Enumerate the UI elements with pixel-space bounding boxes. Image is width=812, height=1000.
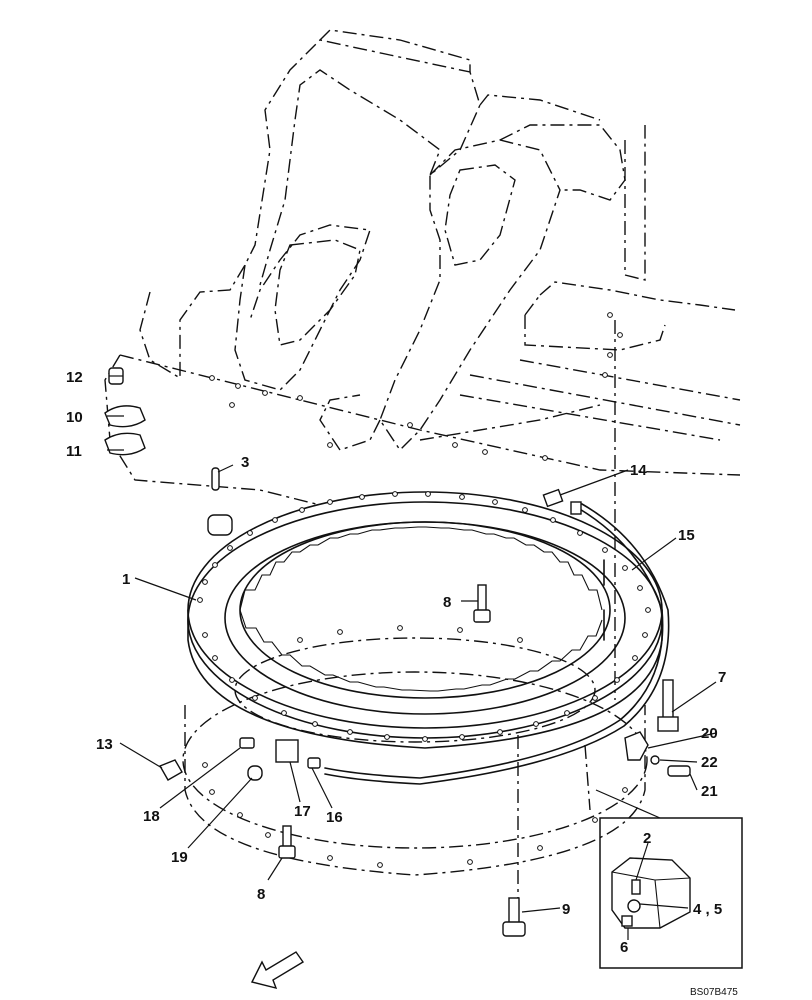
callout-19: 19 <box>171 849 188 866</box>
callout-4-5: 4 , 5 <box>693 901 722 918</box>
bolt-8-upper <box>473 584 491 623</box>
stopper-20-22-21 <box>624 731 691 777</box>
callout-12: 12 <box>66 369 83 386</box>
drawing-code: BS07B475 <box>690 987 738 998</box>
lower-ring-holes <box>202 625 628 868</box>
callout-8-upper: 8 <box>443 594 451 611</box>
callout-20: 20 <box>701 725 718 742</box>
callout-6: 6 <box>620 939 628 956</box>
lower-frame-ring <box>182 637 648 876</box>
callout-3: 3 <box>241 454 249 471</box>
swing-bearing <box>187 491 663 749</box>
callout-8-lower: 8 <box>257 886 265 903</box>
bolt-9 <box>502 897 526 937</box>
callout-10: 10 <box>66 409 83 426</box>
callout-16: 16 <box>326 809 343 826</box>
callout-17: 17 <box>294 803 311 820</box>
callout-22: 22 <box>701 754 718 771</box>
pin-3 <box>207 467 233 536</box>
callout-18: 18 <box>143 808 160 825</box>
leader-lines <box>107 375 717 940</box>
grease-fittings-13-19 <box>158 737 321 781</box>
upper-frame-outline <box>104 29 741 700</box>
grease-hose <box>324 503 670 785</box>
callout-1: 1 <box>122 571 130 588</box>
frame-bolt-holes <box>209 312 623 461</box>
detail-inset <box>595 789 743 969</box>
bolt-8-lower <box>278 825 296 859</box>
callouts: 1 2 3 4 , 5 6 7 8 8 9 10 11 12 13 14 15 … <box>66 369 738 998</box>
callout-14: 14 <box>630 462 647 479</box>
callout-13: 13 <box>96 736 113 753</box>
fitting-14 <box>542 488 582 515</box>
callout-11: 11 <box>66 443 82 460</box>
callout-21: 21 <box>701 783 718 800</box>
plate-10-11-bolt-12 <box>104 367 146 456</box>
callout-9: 9 <box>562 901 570 918</box>
bolt-7 <box>657 679 679 732</box>
bearing-bolt-holes <box>197 491 651 742</box>
callout-15: 15 <box>678 527 695 544</box>
callout-7: 7 <box>718 669 726 686</box>
front-direction-arrow <box>250 951 305 990</box>
callout-2: 2 <box>643 830 651 847</box>
